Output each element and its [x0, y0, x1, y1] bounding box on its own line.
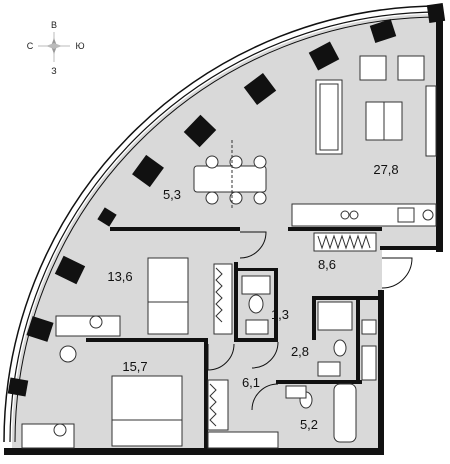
wardrobe-2 [207, 379, 229, 431]
dining-table [193, 140, 267, 208]
bedroom-2-furniture [21, 345, 279, 449]
bed-1 [147, 257, 189, 335]
room-labels: 27,8 5,3 8,6 13,6 1,3 15,7 2,8 6,1 5,2 [107, 162, 398, 432]
area-hall: 8,6 [318, 257, 336, 272]
bed-2 [111, 375, 183, 447]
compass-south-label: З [51, 66, 56, 76]
compass: В С Ю З [27, 20, 85, 76]
compass-west-label: С [27, 41, 34, 51]
compass-east-label: Ю [75, 41, 84, 51]
bathtub [333, 383, 357, 443]
area-bathroom-3: 5,2 [300, 417, 318, 432]
curved-facade [3, 5, 441, 443]
sink-2-icon [317, 361, 341, 377]
facade-columns [7, 2, 446, 397]
armchair-1 [359, 55, 387, 81]
outer-walls [4, 8, 443, 455]
interior-walls [86, 227, 382, 448]
sink-icon [397, 207, 415, 223]
area-living-kitchen: 27,8 [373, 162, 398, 177]
tv-unit [425, 85, 437, 157]
area-dining: 5,3 [163, 187, 181, 202]
living-room-furniture [291, 55, 437, 227]
area-bathroom-2: 2,8 [291, 344, 309, 359]
area-bedroom-2: 15,7 [122, 359, 147, 374]
compass-north-label: В [51, 20, 57, 30]
armchair-3 [59, 345, 77, 363]
shower [317, 301, 353, 331]
chair-1 [89, 315, 103, 329]
toilet-2-icon [333, 339, 347, 357]
hall-wardrobe [313, 232, 377, 252]
dishwasher-icon [422, 209, 434, 221]
area-bedroom-1: 13,6 [107, 269, 132, 284]
bathroom-fixtures [241, 275, 377, 443]
stove-icon [340, 210, 350, 220]
wardrobe-3 [207, 431, 279, 449]
chair-2 [53, 423, 67, 437]
desk-1 [55, 315, 121, 337]
doors [207, 231, 413, 411]
desk-2 [21, 423, 75, 449]
armchair-2 [397, 55, 425, 81]
area-corridor: 6,1 [242, 375, 260, 390]
wardrobe-1 [213, 263, 233, 335]
bedroom-1-furniture [55, 257, 233, 337]
area-bathroom-1: 1,3 [271, 307, 289, 322]
toilet-1-icon [248, 294, 264, 314]
